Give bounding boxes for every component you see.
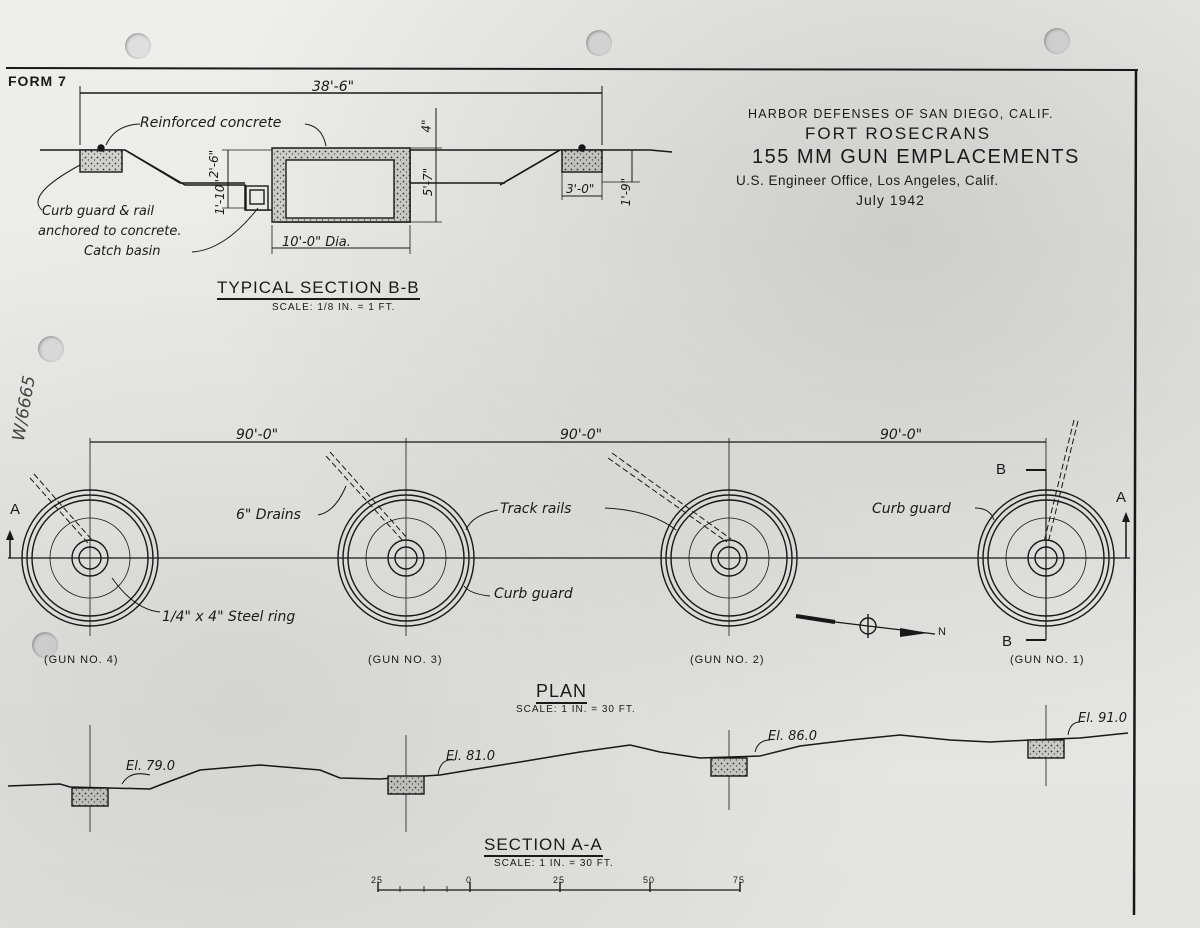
dim-5-7: 5'-7" xyxy=(421,167,436,197)
note-curb-guard-line2: anchored to concrete. xyxy=(38,224,182,239)
note-catch-basin: Catch basin xyxy=(84,244,161,259)
scale-tick-25: 25 xyxy=(553,875,566,885)
dim-2-6: 2'-6" xyxy=(207,149,222,179)
gun-label-1: (GUN NO. 1) xyxy=(1010,654,1085,666)
binder-hole xyxy=(32,632,58,658)
gun-label-3: (GUN NO. 3) xyxy=(368,654,443,666)
pit-section-4 xyxy=(71,787,109,807)
title-line-fort: FORT ROSECRANS xyxy=(805,124,992,143)
curb-block-left xyxy=(79,149,123,173)
section-marker-b-bottom: B xyxy=(1002,633,1014,650)
elevation-gun1: El. 91.0 xyxy=(1078,711,1128,726)
sheet-border-top xyxy=(5,67,1139,71)
section-aa-title: SECTION A-A xyxy=(484,836,603,857)
section-bb-scale: SCALE: 1/8 IN. = 1 FT. xyxy=(272,302,396,313)
label-steel-ring: 1/4" x 4" Steel ring xyxy=(162,609,296,625)
section-bb-title: TYPICAL SECTION B-B xyxy=(217,279,420,300)
scale-tick-75: 75 xyxy=(733,875,746,885)
note-curb-guard-line1: Curb guard & rail xyxy=(42,204,155,219)
dim-3-0: 3'-0" xyxy=(566,182,595,196)
gun-label-2: (GUN NO. 2) xyxy=(690,654,765,666)
drain-lines xyxy=(29,419,1079,544)
elevation-gun4: El. 79.0 xyxy=(126,759,176,774)
binder-hole xyxy=(38,336,64,362)
dim-1-10: 1'-10" xyxy=(213,178,228,216)
plan-spacing-3-2: 90'-0" xyxy=(560,427,603,443)
pit-section-1 xyxy=(1027,739,1065,759)
binder-hole xyxy=(1044,28,1070,54)
dim-1-9: 1'-9" xyxy=(619,177,634,207)
label-track-rails: Track rails xyxy=(500,501,572,517)
north-arrow xyxy=(795,614,936,638)
north-label: N xyxy=(938,626,947,638)
section-marker-a-left: A xyxy=(10,501,22,518)
gun-emplacement-4 xyxy=(21,489,159,627)
gun-emplacement-1 xyxy=(977,489,1115,627)
plan-spacing-2-1: 90'-0" xyxy=(880,427,923,443)
title-line-office: U.S. Engineer Office, Los Angeles, Calif… xyxy=(736,173,999,188)
scale-tick-0: 0 xyxy=(466,875,473,885)
elevation-gun3: El. 81.0 xyxy=(446,749,496,764)
dim-overall-width: 38'-6" xyxy=(312,79,355,95)
section-marker-a-right: A xyxy=(1116,489,1128,506)
dim-pit-diameter: 10'-0" Dia. xyxy=(282,235,351,250)
title-line-emplacements: 155 MM GUN EMPLACEMENTS xyxy=(752,146,1080,168)
label-curb-guard-gun3: Curb guard xyxy=(494,586,573,602)
sheet-border-right xyxy=(1132,69,1138,916)
section-aa-profile xyxy=(7,732,1129,790)
section-marker-b-top: B xyxy=(996,461,1008,478)
title-line-harbor: HARBOR DEFENSES OF SAN DIEGO, CALIF. xyxy=(748,107,1054,121)
label-curb-guard-gun1: Curb guard xyxy=(872,501,951,517)
title-line-date: July 1942 xyxy=(856,192,925,208)
binder-hole xyxy=(125,33,151,59)
curb-block-right xyxy=(561,149,603,173)
label-drains: 6" Drains xyxy=(236,507,301,523)
section-aa-scale: SCALE: 1 IN. = 30 FT. xyxy=(494,858,614,869)
pit-section-3 xyxy=(387,775,425,795)
plan-title: PLAN xyxy=(536,682,588,704)
form-label: FORM 7 xyxy=(8,73,67,89)
elevation-gun2: El. 86.0 xyxy=(768,729,818,744)
graphic-scale-bar xyxy=(377,882,741,892)
gun-emplacement-2 xyxy=(660,489,798,627)
pit-section-2 xyxy=(710,757,748,777)
dim-4-inch: 4" xyxy=(419,119,434,133)
scale-tick-50: 50 xyxy=(643,875,656,885)
label-reinforced-concrete: Reinforced concrete xyxy=(140,115,282,131)
plan-scale: SCALE: 1 IN. = 30 FT. xyxy=(516,704,636,715)
plan-spacing-4-3: 90'-0" xyxy=(236,427,279,443)
gun-label-4: (GUN NO. 4) xyxy=(44,654,119,666)
binder-hole xyxy=(586,30,612,56)
scale-tick-25-left: 25 xyxy=(371,875,384,885)
gun-emplacement-3 xyxy=(337,489,475,627)
